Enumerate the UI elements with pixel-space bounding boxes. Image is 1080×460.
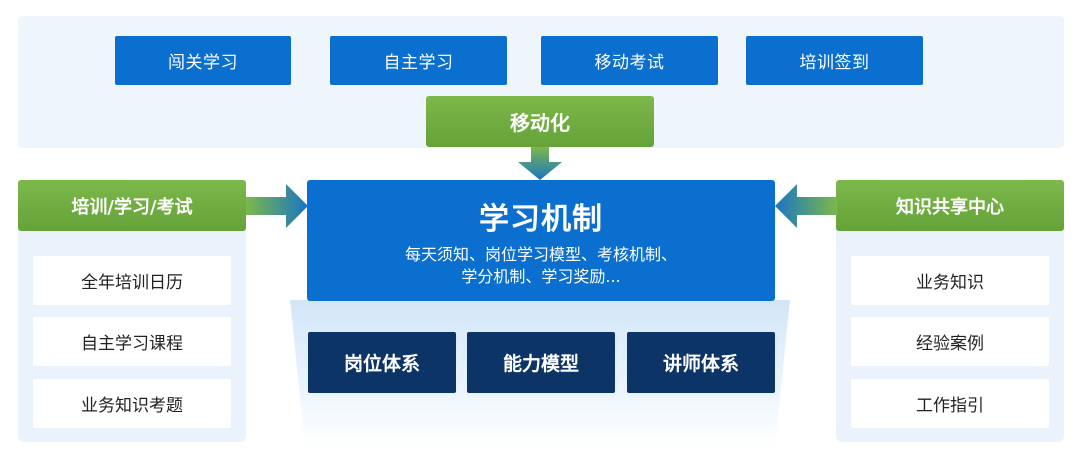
right-arrow-icon	[246, 184, 308, 228]
left-header: 培训/学习/考试	[18, 180, 246, 231]
right-header: 知识共享中心	[836, 180, 1064, 231]
learning-mechanism-title: 学习机制	[479, 202, 603, 237]
left-arrow-icon	[775, 184, 837, 228]
left-item-self-study-courses: 自主学习课程	[33, 317, 231, 366]
learning-mechanism-desc: 每天须知、岗位学习模型、考核机制、 学分机制、学习奖励...	[307, 244, 775, 288]
feature-box-self-learning: 自主学习	[330, 36, 507, 85]
learning-mechanism-desc-line2: 学分机制、学习奖励...	[461, 267, 621, 286]
right-item-experience-cases: 经验案例	[851, 317, 1049, 366]
learning-mechanism-box: 学习机制 每天须知、岗位学习模型、考核机制、 学分机制、学习奖励...	[307, 180, 775, 301]
left-item-exam-questions: 业务知识考题	[33, 379, 231, 428]
feature-box-training-signin: 培训签到	[746, 36, 923, 85]
system-box-competency-model: 能力模型	[467, 332, 615, 393]
down-arrow-icon	[518, 147, 562, 180]
feature-box-mobile-exam: 移动考试	[541, 36, 718, 85]
learning-mechanism-desc-line1: 每天须知、岗位学习模型、考核机制、	[404, 245, 677, 264]
left-item-training-calendar: 全年培训日历	[33, 256, 231, 305]
mobile-label: 移动化	[426, 96, 654, 147]
right-item-work-guide: 工作指引	[851, 379, 1049, 428]
feature-box-level-learning: 闯关学习	[115, 36, 291, 85]
right-item-business-knowledge: 业务知识	[851, 256, 1049, 305]
system-box-instructor: 讲师体系	[627, 332, 775, 393]
system-box-position: 岗位体系	[308, 332, 456, 393]
